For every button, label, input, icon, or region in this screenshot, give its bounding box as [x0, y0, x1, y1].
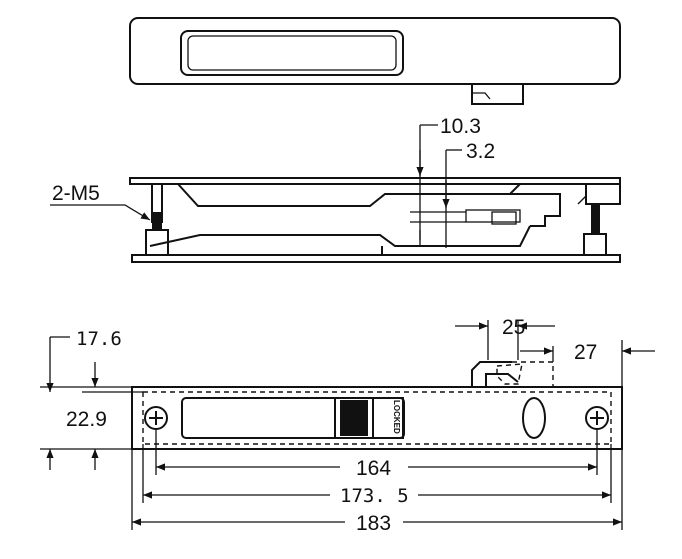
dim-183: 183 [356, 512, 391, 535]
dim-22-9: 22.9 [66, 408, 107, 431]
top-view [129, 17, 621, 105]
dim-10-3: 10.3 [440, 115, 481, 138]
locked-mark: LOCKED [392, 400, 401, 434]
dim-27: 27 [574, 341, 597, 364]
side-view: 2-M5 10.3 3.2 [50, 115, 621, 263]
thread-label: 2-M5 [52, 182, 100, 205]
dim-17-6: 17.6 [76, 328, 122, 350]
dim-164: 164 [356, 457, 391, 480]
dim-3-2: 3.2 [466, 140, 495, 163]
right-screw-thread [591, 204, 600, 234]
left-screw-thread [152, 212, 162, 230]
left-screw-head [144, 406, 168, 430]
dim-25: 25 [502, 316, 525, 339]
front-view: LOCKED 25 27 [40, 316, 655, 535]
right-screw-head [585, 406, 609, 430]
dim-173-5: 173. 5 [340, 485, 409, 507]
